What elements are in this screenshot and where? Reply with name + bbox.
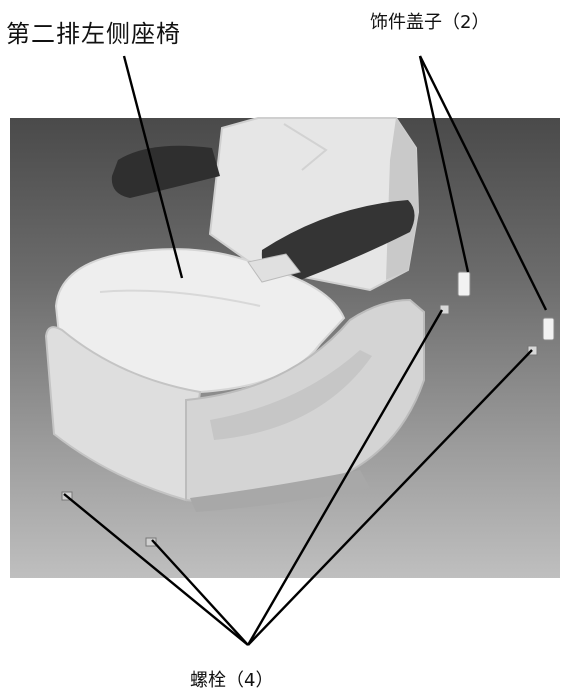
leader-line-trim-lower [420,56,546,310]
seat-label: 第二排左侧座椅 [6,14,181,49]
leader-line-bolt-2 [152,540,248,645]
leader-line-trim-upper [420,56,468,272]
trim-cover-upper [458,272,470,296]
trim-cover-label: 饰件盖子（2） [370,8,489,34]
left-armrest [112,146,220,198]
trim-cover-lower [543,318,554,340]
leader-line-bolt-1 [64,494,248,645]
bolt-label: 螺栓（4） [190,666,273,692]
